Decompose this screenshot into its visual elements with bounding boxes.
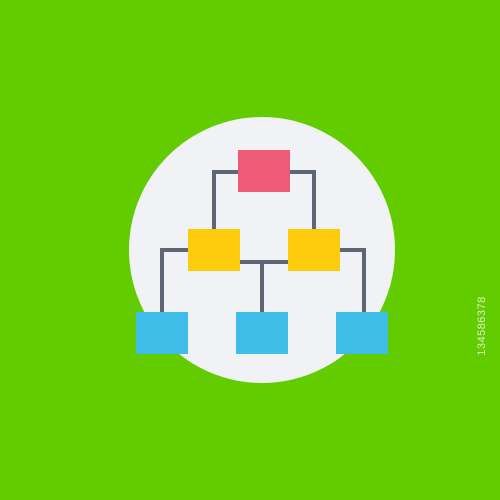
- connector-mid-left-out: [160, 248, 188, 313]
- org-box-middle-right: [288, 229, 340, 271]
- connector-top-left: [212, 170, 238, 230]
- org-box-bottom-left: [136, 312, 188, 354]
- connector-mid-right-out: [340, 248, 366, 313]
- connector-top-right: [290, 170, 316, 230]
- org-box-bottom-center: [236, 312, 288, 354]
- org-box-top: [238, 150, 290, 192]
- org-box-bottom-right: [336, 312, 388, 354]
- org-box-middle-left: [188, 229, 240, 271]
- icon-background-circle: [129, 117, 395, 383]
- connector-lines: [160, 170, 366, 313]
- watermark-id-text: 134586378: [476, 296, 488, 356]
